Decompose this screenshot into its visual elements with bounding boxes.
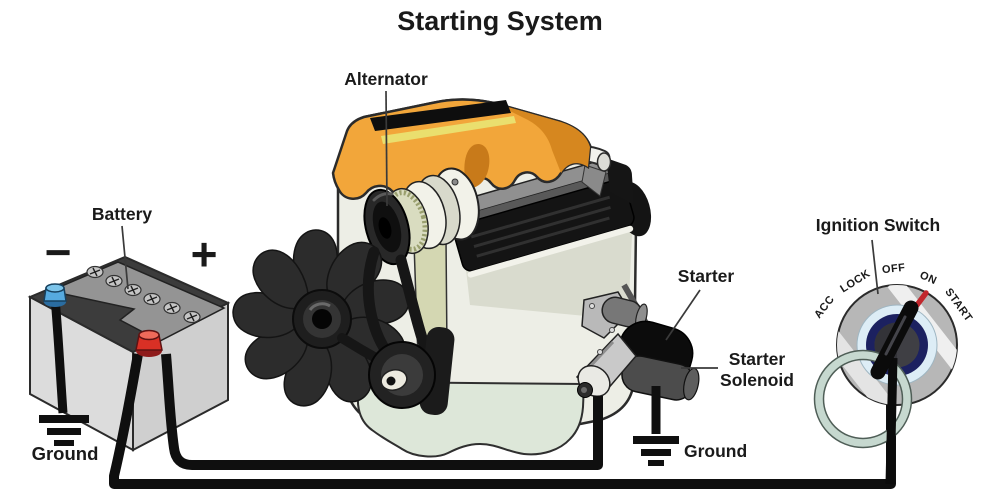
starter-label: Starter [678, 266, 735, 286]
engine-valve-bank [448, 157, 652, 278]
ground-symbol-right [633, 436, 679, 466]
ignition-on-indicator [914, 290, 929, 308]
wire-positive-to-ignition [109, 353, 896, 489]
dial-label-off: OFF [881, 262, 906, 276]
ignition-switch-label: Ignition Switch [816, 215, 940, 235]
battery-negative-terminal [43, 283, 67, 307]
starter-solenoid-label-line2: Solenoid [720, 370, 794, 390]
key-shaft [885, 357, 898, 485]
starter-assembly [575, 283, 700, 401]
starter-solenoid [621, 355, 700, 401]
engine [232, 98, 700, 458]
alternator-assembly [363, 167, 480, 266]
wire-positive-to-starter [161, 353, 603, 470]
ground-symbol-left [39, 415, 89, 446]
negative-sign: − [45, 226, 72, 278]
starter-solenoid-label-line1: Starter [729, 349, 786, 369]
engine-cover-slot [370, 100, 511, 131]
alternator-leader [385, 90, 388, 207]
alternator-label: Alternator [344, 69, 428, 89]
ground-left-label: Ground [32, 443, 99, 464]
diagram-title: Starting System [397, 6, 603, 36]
ignition-leader [871, 239, 879, 295]
starter-leader [665, 289, 701, 341]
engine-cover-curl [464, 143, 490, 188]
battery-leader [121, 225, 129, 290]
dial-label-on: ON [918, 269, 939, 287]
engine-cover-stripe [381, 116, 516, 144]
battery-label: Battery [92, 204, 153, 224]
battery-cap-screws [89, 267, 198, 322]
engine-cover-shade [494, 103, 590, 173]
wiring [50, 297, 896, 489]
leader-lines [121, 90, 879, 369]
ignition-switch: ACC LOCK OFF ON START [812, 262, 975, 485]
crank-pulley [368, 341, 436, 409]
dial-label-lock: LOCK [838, 268, 872, 296]
battery-positive-terminal [135, 329, 163, 357]
wire-battery-negative [50, 297, 68, 414]
ground-right-label: Ground [684, 441, 747, 461]
positive-sign: + [191, 228, 218, 280]
key-ring [813, 349, 913, 449]
engine-cover [331, 98, 592, 200]
dial-label-acc: ACC [812, 293, 837, 320]
engine-duct [606, 158, 634, 205]
